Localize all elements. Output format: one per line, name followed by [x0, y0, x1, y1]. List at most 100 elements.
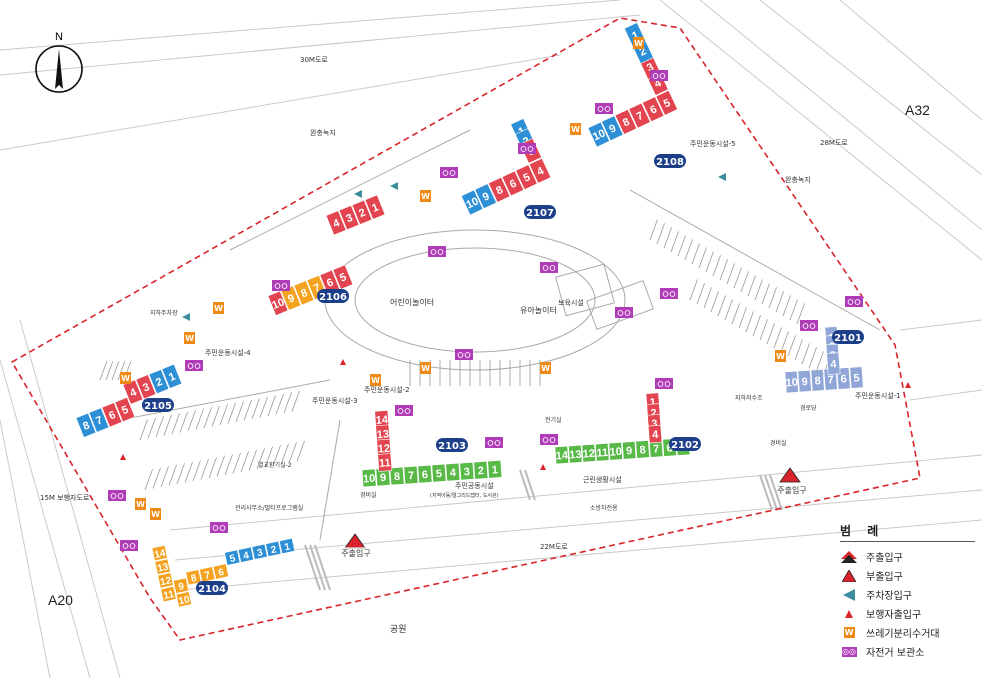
waste-icon: W	[184, 332, 195, 344]
unit-cell	[237, 546, 255, 563]
unit-number: 10	[363, 473, 376, 486]
unit-cell	[101, 402, 123, 428]
svg-text:W: W	[541, 364, 550, 373]
bike-icon	[518, 143, 536, 154]
unit-cell	[148, 369, 170, 395]
legend-item-main-entrance: 주출입구	[840, 547, 975, 566]
waste-icon: W	[840, 626, 858, 640]
svg-text:W: W	[121, 374, 130, 383]
svg-text:2107: 2107	[526, 208, 554, 219]
unit-number: 5	[229, 553, 237, 565]
unit-cell	[88, 407, 110, 433]
unit-number: 10	[178, 594, 192, 607]
bike-icon	[660, 288, 678, 299]
guard-2-label: 경비실	[770, 439, 787, 447]
legend-item-sub-entrance: 부출입구	[840, 566, 975, 585]
building-badge-2101: 2101	[832, 330, 864, 344]
unit-cell	[114, 397, 136, 423]
unit-cell	[849, 366, 864, 389]
fitness-1-label: 주민운동시설-1	[855, 391, 901, 400]
svg-text:2102: 2102	[671, 440, 699, 451]
unit-number: 9	[286, 292, 296, 305]
unit-number: 8	[81, 420, 91, 433]
unit-number: 1	[649, 397, 656, 409]
green-top-label: 완충녹지	[310, 128, 336, 137]
unit-cell	[595, 442, 610, 462]
unit-number: 8	[394, 471, 401, 483]
unit-cell	[445, 462, 461, 482]
building-badge-2107: 2107	[524, 205, 556, 219]
unit-cell	[338, 205, 360, 231]
legend-label: 자전거 보관소	[866, 648, 925, 659]
building-badge-2103: 2103	[436, 438, 468, 452]
main-gate-1[interactable]: 주출입구	[339, 533, 373, 559]
unit-cell	[641, 96, 665, 123]
seniors-label: 경로당	[800, 404, 817, 412]
unit-cell	[377, 453, 393, 472]
building-badges: 2107 2 10 8 2106 2105 2104 2103 2102 2101	[142, 154, 864, 595]
unit-number: 4	[331, 217, 342, 231]
unit-number: 11	[596, 447, 608, 460]
building-2101: 10987651234	[784, 326, 864, 394]
vent-label: 열교환기실-2	[258, 461, 292, 469]
svg-text:2106: 2106	[319, 292, 347, 303]
building-badge-2102: 2102	[669, 437, 701, 451]
unit-number: 10	[270, 296, 286, 312]
waste-icon: W	[633, 37, 644, 49]
unit-number: 7	[827, 374, 834, 386]
fitness-2-label: 주민운동시설-2	[364, 385, 410, 394]
unit-number: 10	[464, 195, 480, 211]
bike-glyph: ◎◎	[841, 646, 857, 657]
unit-cell	[554, 445, 569, 465]
unit-cell	[488, 176, 511, 203]
building-badge-2106: 2106	[317, 289, 349, 303]
main-gate-2[interactable]: 주출입구	[777, 467, 807, 495]
fire-lane-label: 소방차전용	[590, 504, 618, 512]
parking-arrow-icon	[840, 588, 858, 602]
unit-number: 10	[785, 377, 798, 390]
bike-icon	[485, 437, 503, 448]
bike-icon	[800, 320, 818, 331]
bike-icon	[428, 246, 446, 257]
svg-text:W: W	[421, 192, 430, 201]
compass-icon	[35, 45, 83, 93]
unit-number: 14	[153, 548, 167, 561]
road-top-label: 30M도로	[300, 56, 328, 64]
building-badge-2105: 2105	[142, 398, 174, 412]
unit-number: 4	[535, 165, 546, 179]
svg-text:W: W	[776, 352, 785, 361]
unit-number: 8	[639, 444, 646, 456]
waste-icon: W	[420, 362, 431, 374]
unit-cell	[389, 466, 405, 486]
unit-cell	[473, 460, 489, 480]
unit-cell	[251, 543, 268, 560]
unit-cell	[160, 586, 177, 603]
unit-number: 9	[177, 581, 185, 593]
unit-cell	[635, 440, 650, 459]
svg-text:W: W	[136, 500, 145, 509]
bike-icon	[210, 522, 228, 533]
unit-cell	[199, 566, 216, 583]
internal-paths	[119, 129, 881, 541]
waste-icon: W	[120, 372, 131, 384]
unit-number: 12	[159, 575, 173, 588]
unit-number: 4	[652, 429, 660, 441]
waste-icon: W	[150, 508, 161, 520]
small-triangle-icon	[840, 607, 858, 621]
svg-text:2104: 2104	[198, 584, 226, 595]
unit-cell	[568, 444, 583, 464]
bike-icon	[615, 307, 633, 318]
unit-cell	[614, 109, 638, 135]
unit-cell	[224, 549, 241, 566]
building-badge-2104: 2104	[196, 581, 228, 595]
unit-cell	[487, 459, 503, 479]
bike-icon	[595, 103, 613, 114]
unit-number: 12	[582, 448, 595, 461]
svg-text:W: W	[185, 334, 194, 343]
svg-text:W: W	[151, 510, 160, 519]
unit-cell	[501, 170, 525, 197]
unit-number: 2	[650, 407, 657, 419]
svg-text:W: W	[421, 364, 430, 373]
unit-number: 5	[338, 271, 348, 284]
